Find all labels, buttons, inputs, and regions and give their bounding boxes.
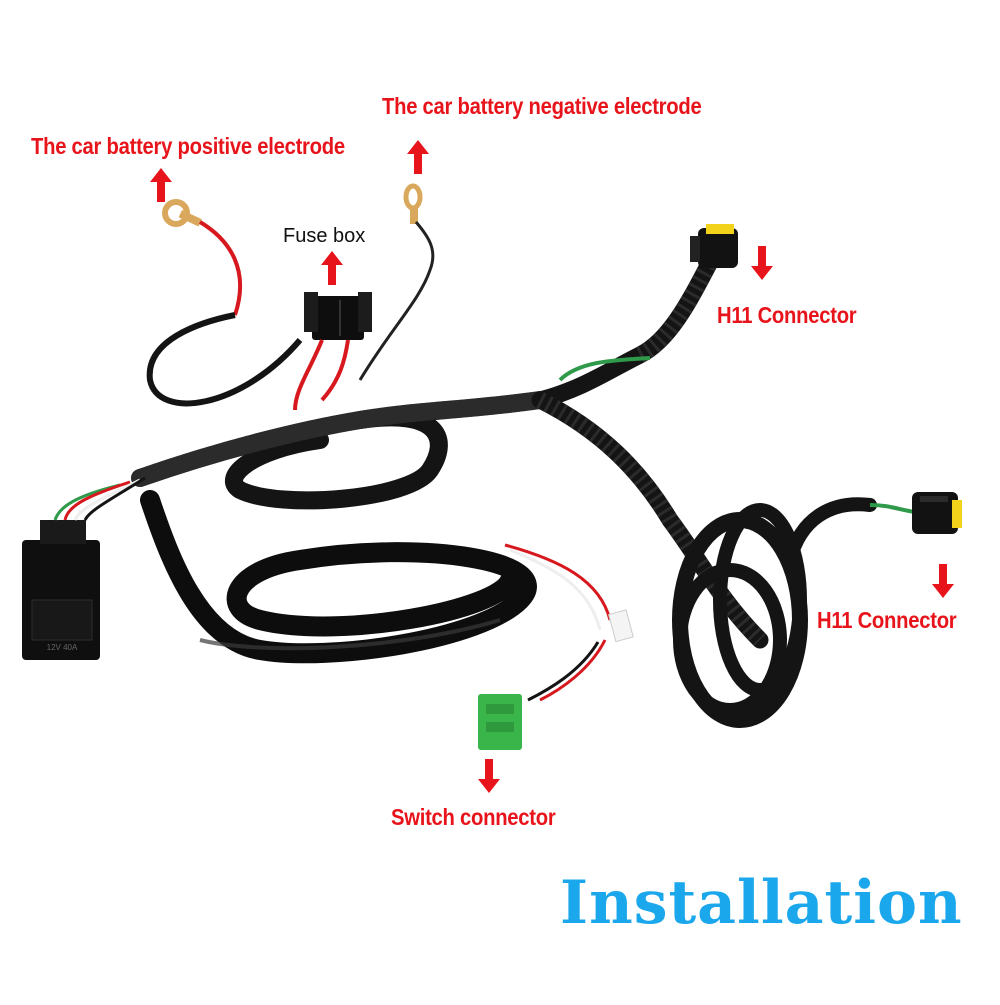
relay: 12V 40A — [22, 520, 100, 660]
harness-branch-top — [531, 253, 719, 409]
positive-wire — [198, 220, 242, 316]
arrow-down-switch — [478, 759, 500, 793]
arrow-up-negative — [407, 140, 429, 174]
label-fuse-box: Fuse box — [283, 225, 366, 247]
harness-lower-loop — [140, 490, 537, 664]
fuse-box — [304, 292, 372, 340]
h11-connector-right — [912, 492, 962, 534]
label-h11-connector-right: H11 Connector — [817, 607, 957, 633]
arrow-up-positive — [150, 168, 172, 202]
h11-connector-top — [690, 224, 738, 268]
ring-terminal-negative — [403, 183, 423, 224]
label-switch-connector: Switch connector — [391, 804, 556, 830]
installation-title: Installation — [560, 868, 963, 938]
positive-black-lead — [146, 312, 303, 407]
relay-rating: 12V 40A — [47, 643, 78, 652]
switch-wires — [504, 543, 612, 621]
harness-to-h11-right — [783, 497, 877, 567]
label-h11-connector-top: H11 Connector — [717, 302, 857, 328]
label-battery-negative: The car battery negative electrode — [382, 93, 702, 119]
green-wire-top — [558, 356, 651, 382]
ring-terminal-positive — [162, 199, 202, 227]
negative-wire — [358, 221, 435, 381]
cable-tag — [608, 609, 634, 643]
arrow-up-fuse — [321, 251, 343, 285]
label-battery-positive: The car battery positive electrode — [31, 133, 345, 159]
fuse-red-wire-2 — [320, 339, 350, 402]
arrow-down-h11-top — [751, 246, 773, 280]
arrow-down-h11-right — [932, 564, 954, 598]
arrows — [150, 140, 954, 793]
green-wire-right — [869, 503, 916, 514]
switch-connector-plug — [478, 694, 522, 750]
fuse-red-wire — [293, 339, 324, 411]
